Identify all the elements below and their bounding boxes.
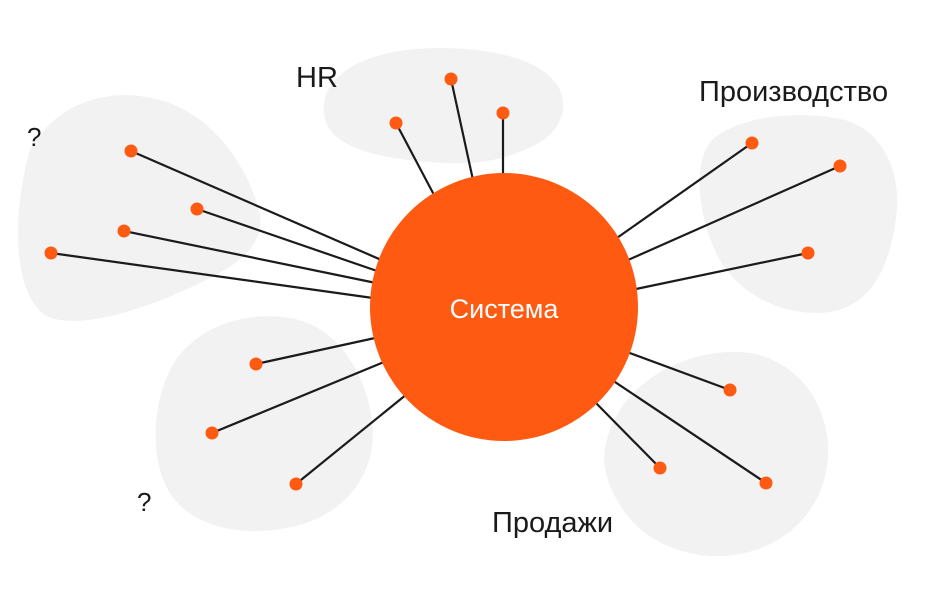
spoke-unknown-top-4 [49, 251, 375, 300]
cluster-backgrounds [17, 48, 898, 557]
node-hr-3 [496, 106, 510, 120]
node-sales-1 [723, 383, 737, 397]
node-unknown-bottom-1 [249, 357, 263, 371]
label-production: Производство [699, 76, 888, 108]
spoke-unknown-bottom-1 [254, 336, 377, 366]
node-sales-3 [653, 461, 667, 475]
node-unknown-top-1 [124, 144, 138, 158]
node-hr-1 [389, 116, 403, 130]
cluster-blob-hr [323, 48, 564, 164]
node-hr-2 [444, 72, 458, 86]
spoke-unknown-bottom-3 [294, 392, 409, 486]
node-unknown-top-3 [117, 224, 131, 238]
spoke-hr-1 [394, 121, 435, 195]
spoke-hr-2 [449, 77, 475, 182]
peripheral-nodes [44, 72, 847, 491]
center-label: Система [450, 294, 560, 324]
cluster-blob-production [699, 115, 898, 313]
node-production-1 [745, 136, 759, 150]
node-production-3 [801, 246, 815, 260]
cluster-labels: HR Производство Продажи ? ? [27, 62, 888, 539]
node-unknown-bottom-2 [205, 426, 219, 440]
label-unknown-top: ? [27, 122, 41, 152]
spoke-sales-2 [610, 378, 768, 485]
label-unknown-bottom: ? [137, 487, 151, 517]
label-hr: HR [296, 62, 338, 94]
spoke-unknown-top-3 [122, 229, 378, 285]
spoke-sales-1 [625, 350, 732, 392]
spoke-unknown-top-1 [129, 149, 388, 264]
node-unknown-top-4 [44, 246, 58, 260]
spoke-unknown-bottom-2 [210, 360, 386, 435]
spoke-production-1 [612, 141, 754, 242]
node-unknown-bottom-3 [289, 477, 303, 491]
spokes [49, 77, 842, 486]
cluster-blob-unknown-top [17, 95, 261, 321]
cluster-blob-sales [604, 351, 829, 557]
spoke-production-2 [626, 164, 842, 262]
node-sales-2 [759, 476, 773, 490]
spoke-production-3 [634, 251, 810, 291]
center-node [370, 173, 638, 441]
node-production-2 [833, 159, 847, 173]
node-unknown-top-2 [190, 202, 204, 216]
cluster-blob-unknown-bottom [155, 316, 373, 532]
spoke-sales-3 [593, 400, 662, 470]
label-sales: Продажи [492, 507, 613, 539]
spoke-unknown-top-2 [195, 207, 382, 274]
